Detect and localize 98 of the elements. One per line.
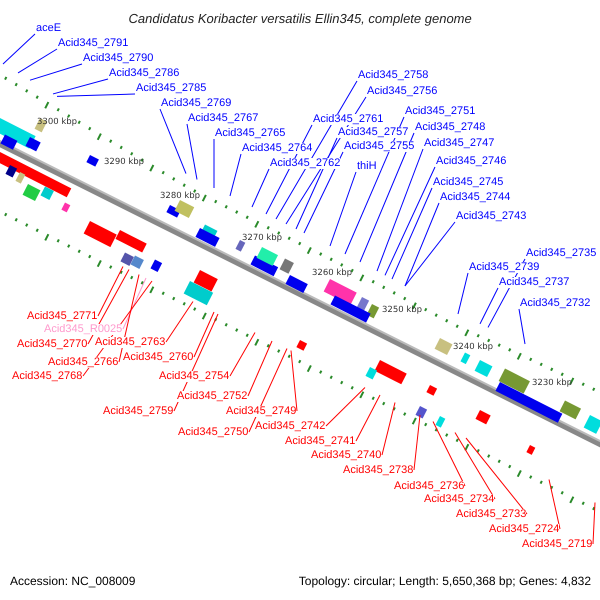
gene-label: Acid345_2791 — [58, 38, 128, 49]
leader-line — [230, 154, 242, 196]
gene-label: Acid345_2790 — [83, 53, 154, 64]
gene-label: Acid345_2763 — [95, 337, 166, 348]
scale-label: 3240 kbp — [453, 343, 494, 352]
leader-line — [98, 266, 124, 316]
gene-label: Acid345_2768 — [12, 371, 82, 382]
leader-line — [466, 438, 528, 514]
leader-line — [404, 202, 440, 286]
gene-label: Acid345_2742 — [255, 421, 326, 432]
gene-label: Acid345_2766 — [48, 357, 118, 368]
gene-label: Acid345_2745 — [433, 177, 504, 188]
gene-label: Acid345_2764 — [242, 143, 312, 154]
gene-label: Acid345_2735 — [526, 248, 596, 259]
scale-label: 3280 kbp — [160, 192, 200, 200]
leader-line — [194, 312, 214, 358]
gene-label: Acid345_2757 — [338, 127, 408, 138]
leader-line — [414, 414, 420, 470]
gene-label: Acid345_2767 — [188, 113, 258, 124]
gene-label: Acid345_2761 — [313, 114, 384, 125]
gene-label: Acid345_2755 — [344, 141, 414, 152]
leader-line — [360, 132, 414, 262]
footer-text: Topology: circular; Length: 5,650,368 bp; Genes: 4,832 — [298, 575, 591, 587]
leader-line — [376, 148, 424, 272]
leader-line — [248, 340, 272, 396]
leader-line — [382, 402, 396, 456]
gene-label: Acid345_2749 — [226, 406, 296, 417]
leader-line — [30, 64, 82, 81]
leader-line — [186, 124, 198, 180]
gene-label: Acid345_2771 — [27, 311, 98, 322]
gene-label: Acid345_2724 — [489, 524, 560, 535]
leader-line — [304, 152, 344, 234]
leader-line — [330, 172, 356, 246]
gene-label: Acid345_2765 — [215, 128, 286, 139]
gene-label: Acid345_2760 — [123, 352, 194, 363]
gene-label: Acid345_2769 — [161, 98, 232, 109]
footer-text: Accession: NC_008009 — [10, 575, 136, 587]
leader-line — [592, 502, 596, 544]
gene-label: Acid345_2754 — [159, 371, 230, 382]
leader-line — [480, 288, 498, 324]
leader-line — [392, 188, 432, 280]
leader-line — [296, 138, 338, 230]
gene-label: Acid345_2762 — [270, 158, 340, 169]
leader-line — [252, 168, 270, 208]
gene-label: Acid345_2744 — [440, 192, 510, 203]
leader-line — [454, 432, 496, 500]
scale-label: 3290 kbp — [104, 158, 144, 166]
leader-line — [88, 269, 130, 344]
title: Candidatus Koribacter versatilis Ellin345, complete genome — [128, 12, 472, 25]
gene-label: Acid345_2758 — [358, 70, 428, 81]
leader-line — [118, 274, 140, 362]
scale-label: 3260 kbp — [312, 269, 352, 278]
gene-label: aceE — [36, 23, 62, 34]
gene-label: Acid345_2733 — [456, 509, 526, 520]
gene-label: Acid345_2759 — [103, 406, 174, 417]
scale-label: 3230 kbp — [532, 379, 572, 388]
gene-label: Acid345_2734 — [424, 494, 494, 505]
gene-label: Acid345_2738 — [343, 465, 414, 476]
leader-line — [52, 78, 108, 94]
gene-label: Acid345_2748 — [415, 122, 486, 133]
gene-label: Acid345_2750 — [178, 427, 248, 438]
leader-line — [56, 94, 136, 97]
gene-label: Acid345_2746 — [436, 156, 506, 167]
leader-line — [548, 479, 560, 530]
gene-label: Acid345_2736 — [394, 481, 464, 492]
leader-line — [160, 108, 186, 174]
leader-line — [404, 222, 456, 286]
gene-label: Acid345_R0025 — [44, 324, 122, 335]
leader-line — [432, 421, 466, 486]
gene-label: Acid345_2756 — [367, 86, 438, 97]
gene-label: Acid345_2739 — [469, 262, 540, 273]
gene-label: Acid345_2719 — [522, 539, 592, 550]
leader-line — [458, 272, 468, 314]
gene-label: Acid345_2747 — [424, 138, 494, 149]
gene-label: Acid345_2737 — [499, 277, 570, 288]
gene-label: Acid345_2732 — [520, 298, 590, 309]
leader-line — [166, 301, 194, 342]
gene-label: Acid345_2740 — [311, 450, 382, 461]
leader-line — [384, 166, 436, 276]
gene-label: thiH — [357, 161, 377, 172]
leader-line — [18, 48, 58, 74]
scale-label: 3270 kbp — [242, 234, 282, 242]
gene-label: Acid345_2770 — [17, 339, 88, 350]
gene-label: Acid345_2741 — [285, 436, 356, 447]
leader-line — [518, 308, 526, 344]
gene-label: Acid345_2785 — [136, 83, 206, 94]
gene-label: Acid345_2752 — [177, 391, 248, 402]
scale-label: 3250 kbp — [382, 306, 422, 314]
leader-line — [356, 394, 380, 442]
gene-label: Acid345_2786 — [109, 68, 180, 79]
leader-line — [2, 34, 36, 64]
leader-line — [248, 348, 288, 432]
gene-label: Acid345_2743 — [456, 211, 526, 222]
leader-line — [326, 387, 366, 426]
gene-label: Acid345_2751 — [405, 106, 476, 117]
leader-line — [122, 278, 146, 330]
leader-line — [230, 332, 256, 376]
leader-line — [290, 350, 298, 412]
